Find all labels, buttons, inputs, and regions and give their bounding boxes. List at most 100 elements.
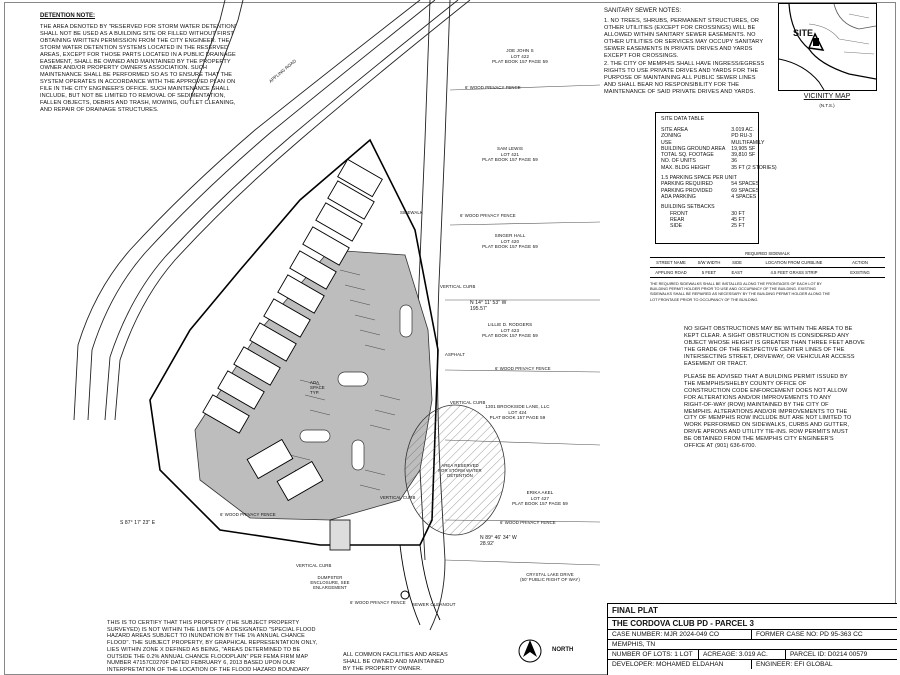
lot-label: SAM LEWIS LOT 421 PLAT BOOK 157 PAGE 59 bbox=[482, 146, 538, 162]
asphalt-label: ASPHALT bbox=[445, 352, 465, 357]
sidewalk-table-row: APPLING ROAD 5 FEET EAST 4.5 FEET GRASS … bbox=[650, 268, 885, 278]
site-data-key: MAX. BLDG HEIGHT bbox=[661, 164, 711, 171]
site-data-value: MULTIFAMILY bbox=[731, 139, 765, 146]
vicinity-map-scale: (N.T.S.) bbox=[819, 103, 835, 108]
north-label: NORTH bbox=[552, 647, 574, 653]
sewer-cleanout-label: SEWER CLEANOUT bbox=[412, 602, 456, 607]
title-row: CASE NUMBER: MJR 2024-049 CO FORMER CASE… bbox=[608, 629, 897, 639]
detention-note-body: THE AREA DENOTED BY "RESERVED FOR STORM … bbox=[40, 24, 237, 113]
entrance-drive bbox=[399, 544, 441, 626]
site-data-value: PD RU-3 bbox=[731, 133, 753, 140]
setbacks-title: BUILDING SETBACKS bbox=[661, 204, 715, 211]
site-data-row: USE MULTIFAMILY bbox=[658, 140, 780, 146]
sidewalk-col-header: ACTION bbox=[852, 260, 868, 265]
setback-row: FRONT 30 FT bbox=[658, 211, 780, 217]
building-units bbox=[202, 158, 383, 502]
appling-road-lines bbox=[73, 0, 471, 421]
detention-area-label: AREA RESERVED FOR STORM WATER DETENTION bbox=[438, 463, 482, 479]
sidewalk-col-header: S/W WIDTH bbox=[697, 260, 721, 265]
case-number: CASE NUMBER: MJR 2024-049 CO bbox=[608, 630, 752, 639]
setback-row: REAR 45 FT bbox=[658, 217, 780, 223]
setback-value: 45 FT bbox=[731, 216, 745, 223]
sanitary-sewer-notes: SANITARY SEWER NOTES: 1. NO TREES, SHRUB… bbox=[604, 8, 769, 96]
title-row: NUMBER OF LOTS: 1 LOT ACREAGE: 3.019 AC.… bbox=[608, 649, 897, 659]
property-boundary bbox=[149, 138, 439, 546]
dumpster-enclosure bbox=[329, 519, 351, 551]
building-unit bbox=[202, 394, 250, 434]
city: MEMPHIS, TN bbox=[612, 641, 656, 648]
row-permit-note: PLEASE BE ADVISED THAT A BUILDING PERMIT… bbox=[684, 374, 852, 450]
building-unit bbox=[249, 322, 297, 362]
vertical-curb-label: VERTICAL CURB bbox=[440, 284, 476, 289]
parking-island bbox=[337, 371, 369, 387]
detention-area bbox=[404, 404, 506, 536]
adjacent-lot-lines bbox=[444, 84, 601, 566]
fence-label: 6' WOOD PRIVACY FENCE bbox=[500, 520, 556, 525]
parking-stripes bbox=[289, 269, 401, 491]
site-data-row: ZONING PD RU-3 bbox=[658, 133, 780, 139]
sidewalk-table-header: STREET NAME S/W WIDTH SIDE LOCATION FROM… bbox=[650, 257, 885, 268]
sidewalk-cell: 4.5 FEET GRASS STRIP bbox=[770, 270, 818, 275]
sidewalk-col-header: SIDE bbox=[732, 260, 742, 265]
plat-type: FINAL PLAT bbox=[612, 606, 658, 615]
site-data-value: 3.019 AC. bbox=[731, 127, 755, 133]
fence-label: 6' WOOD PRIVACY FENCE bbox=[220, 512, 276, 517]
parking-island bbox=[299, 429, 331, 443]
site-data-title: SITE DATA TABLE bbox=[661, 116, 705, 122]
sanitary-notes-heading: SANITARY SEWER NOTES: bbox=[604, 8, 682, 14]
site-data-value: 39,810 SF bbox=[731, 152, 756, 159]
parking-title: 1.5 PARKING SPACE PER UNIT bbox=[661, 175, 737, 182]
title-row: THE CORDOVA CLUB PD - PARCEL 3 bbox=[608, 617, 897, 629]
sidewalk-col-header: LOCATION FROM CURBLINE bbox=[765, 260, 823, 265]
acreage: ACREAGE: 3.019 AC. bbox=[699, 650, 786, 659]
site-data-key: USE bbox=[661, 139, 672, 146]
sewer-cleanout-symbol bbox=[400, 590, 410, 600]
former-case-number: FORMER CASE NO: PD 95-363 CC bbox=[756, 631, 863, 638]
parking-island bbox=[351, 439, 365, 471]
site-data-key: ZONING bbox=[661, 133, 682, 140]
vicinity-map-title: VICINITY MAP bbox=[803, 93, 851, 100]
fence-label: 6' WOOD PRIVACY FENCE bbox=[350, 600, 406, 605]
site-data-value: 19,905 SF bbox=[731, 145, 756, 152]
parking-value: 69 SPACES bbox=[731, 187, 760, 194]
vertical-curb-label: VERTICAL CURB bbox=[296, 563, 332, 568]
setback-key: REAR bbox=[670, 216, 685, 223]
lot-label: SINGER HALL LOT 420 PLAT BOOK 157 PAGE 5… bbox=[482, 233, 538, 249]
fence-label: 6' WOOD PRIVACY FENCE bbox=[465, 85, 521, 90]
building-unit bbox=[233, 346, 281, 386]
sidewalk-cell: APPLING ROAD bbox=[655, 270, 687, 275]
setback-value: 30 FT bbox=[731, 210, 745, 217]
title-block: FINAL PLAT THE CORDOVA CLUB PD - PARCEL … bbox=[607, 603, 897, 675]
ada-label: ADA SPACE TYP. bbox=[310, 380, 325, 396]
vicinity-site-label: SITE bbox=[793, 28, 814, 38]
lot-label: 1301 BROOKSIDE LANE, LLC LOT 424 PLAT BO… bbox=[485, 404, 550, 420]
building-unit bbox=[277, 274, 325, 314]
site-data-key: BUILDING GROUND AREA bbox=[661, 145, 726, 152]
sidewalk-note: THE REQUIRED SIDEWALKS SHALL BE INSTALLE… bbox=[650, 282, 831, 302]
sanitary-note-2: 2. THE CITY OF MEMPHIS SHALL HAVE INGRES… bbox=[604, 61, 765, 96]
building-unit bbox=[246, 438, 294, 480]
sidewalk-cell: EXISTING bbox=[850, 270, 870, 275]
number-of-lots: NUMBER OF LOTS: 1 LOT bbox=[608, 650, 699, 659]
sidewalk-cell: EAST bbox=[731, 270, 743, 275]
building-unit bbox=[327, 180, 375, 220]
north-arrow bbox=[518, 639, 542, 663]
parking-islands bbox=[299, 304, 413, 471]
setback-key: FRONT bbox=[670, 210, 688, 217]
sanitary-note-1: 1. NO TREES, SHRUBS, PERMANENT STRUCTURE… bbox=[604, 18, 764, 59]
building-unit bbox=[289, 250, 337, 290]
crystal-lake-label: CRYSTAL LAKE DRIVE (50' PUBLIC RIGHT OF … bbox=[520, 572, 580, 583]
parking-island bbox=[399, 304, 413, 338]
site-data-row: BUILDING GROUND AREA 19,905 SF bbox=[658, 146, 780, 152]
lot-label: ERIKA AKEL LOT 427 PLAT BOOK 157 PAGE 59 bbox=[512, 490, 568, 506]
parking-key: PARKING REQUIRED bbox=[661, 181, 713, 188]
sidewalk-table-title: REQUIRED SIDEWALK bbox=[745, 251, 790, 256]
fence-label: 6' WOOD PRIVACY FENCE bbox=[460, 213, 516, 218]
building-unit bbox=[302, 226, 350, 266]
